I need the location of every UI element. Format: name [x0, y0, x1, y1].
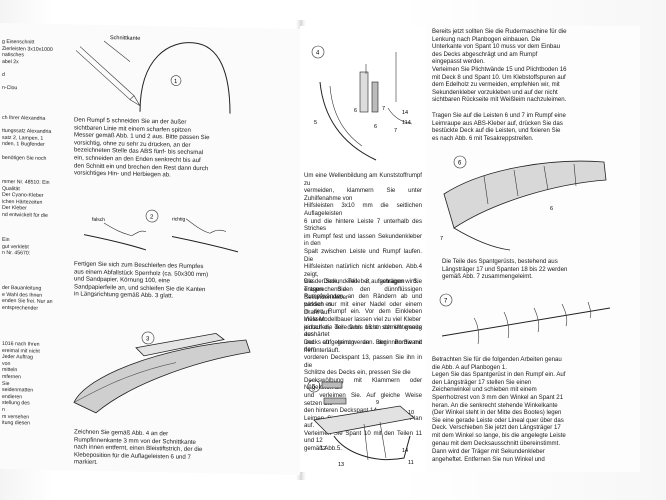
sidebar-text-2: ch Ihrer Alexandria ttungssatz Alexandri…: [2, 114, 52, 162]
paragraph-frame-assembly: Die Teile des Spantgerüsts, bestehend au…: [442, 258, 568, 281]
figure-1-cutting-hull: 1 Schnittkante: [70, 30, 240, 118]
fig4-callout-5: 5: [314, 120, 317, 126]
fig5-callout-13: 13: [338, 462, 344, 468]
figure-3-sanding-hull: 3: [66, 316, 256, 420]
paragraph-rudder-servo: Bereits jetzt sollten Sie die Rudermasch…: [432, 28, 567, 104]
figure-2-knife-angle: 2 falsch richtig: [76, 204, 246, 260]
paragraph-alignment: Betrachten Sie für die folgenden Arbeite…: [432, 356, 566, 447]
figure-2-number: 2: [150, 215, 154, 221]
left-page: g Eisenschnitt Zierleisten 3x10x1000 nat…: [0, 22, 300, 476]
paragraph-sanding: Fertigen Sie sich zum Beschleifen des Ru…: [74, 260, 209, 300]
figure-5-number: 5: [312, 385, 316, 391]
paragraph-marking: Zeichnen Sie gemäß Abb. 4 an der Rumpfin…: [74, 428, 203, 467]
fig5-callout-9: 9: [376, 400, 379, 406]
sidebar-text-3: mmer Nr. 48510: Ein Qualität Der Cyano-K…: [2, 178, 50, 219]
figure-1-number: 1: [174, 79, 178, 85]
figure-5-deck-assembly: 5 9 10 12 13 14 11: [304, 378, 422, 470]
fig5-callout-14: 14: [402, 448, 408, 454]
paragraph-cutting-hull: Den Rumpf 5 schneiden Sie an der äußer s…: [74, 116, 210, 179]
fig5-callout-10: 10: [408, 410, 414, 416]
fig4-callout-6a: 6: [354, 108, 357, 114]
sidebar-text-5: der Bauanleitung e Wahl des Ihnen enden …: [2, 284, 53, 312]
fig4-callout-114: 114: [402, 120, 411, 126]
fig4-callout-7a: 7: [382, 106, 385, 112]
figure-7-number: 7: [444, 299, 448, 305]
fig6-callout-7: 7: [440, 236, 443, 242]
figure-6-deck-taped: 6 7 6: [434, 144, 614, 254]
sidebar-text-1: g Eisenschnitt Zierleisten 3x10x1000 nat…: [2, 38, 53, 92]
figure-4-number: 4: [316, 51, 320, 57]
figure-4-clamping-strips: 4 5 6 7 6 7 14 114: [306, 42, 420, 166]
falsch-label: falsch: [92, 217, 105, 223]
figure-6-number: 6: [458, 161, 462, 167]
fig4-callout-6b: 6: [374, 124, 377, 130]
figure-7-frame-skeleton: 7: [434, 288, 614, 348]
schnittkante-label: Schnittkante: [110, 35, 140, 42]
fig6-callout-6: 6: [550, 206, 553, 212]
fig5-callout-11: 11: [408, 460, 414, 466]
fig5-callout-12: 12: [320, 446, 326, 452]
fig4-callout-14: 14: [402, 110, 408, 116]
middle-page: 4 5 6 7 6 7 14 114 Um eine Wellenbildung…: [300, 26, 426, 472]
paragraph-tack-carrier: Dann wird der Träger mit Sekundenkleber …: [432, 448, 545, 463]
sidebar-text-6: 1016 nach Ihren ereimal mit nicht Jeder …: [2, 340, 40, 427]
right-page: Bereits jetzt sollten Sie die Rudermasch…: [426, 26, 640, 472]
fig4-callout-7b: 7: [394, 128, 397, 134]
paragraph-glue-deck: Tragen Sie auf die Leisten 6 und 7 im Ru…: [432, 112, 566, 142]
figure-3-number: 3: [146, 336, 150, 342]
paragraph-clamping: Um eine Wellenbildung am Kunststoffrumpf…: [304, 172, 422, 354]
richtig-label: richtig: [172, 216, 186, 222]
sidebar-text-4: Ein gut verklebt n Nr. 45670:: [2, 236, 31, 257]
